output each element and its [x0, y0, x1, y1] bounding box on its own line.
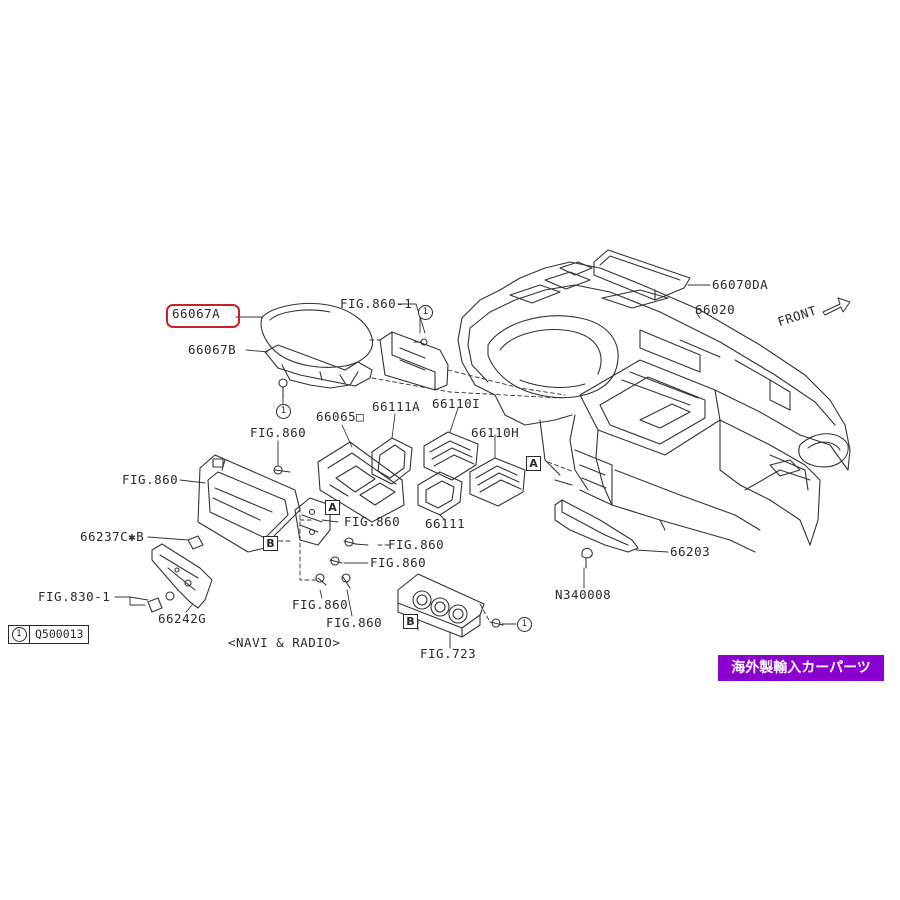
reference-mark-cell: 1 [9, 626, 30, 643]
fig860-1-bracket-drawing [379, 331, 449, 391]
label-fig860-left: FIG.860 [122, 472, 179, 487]
leader-lines [114, 284, 711, 649]
label-66110h: 66110H [471, 425, 520, 440]
marker-a-bracket: A [325, 500, 340, 515]
label-fig860-top: FIG.860 [250, 425, 307, 440]
label-fig830-1: FIG.830-1 [38, 589, 111, 604]
front-arrow [822, 297, 851, 316]
label-fig860-screw4: FIG.860 [326, 615, 383, 630]
label-66020: 66020 [695, 302, 736, 317]
label-66242g: 66242G [158, 611, 207, 626]
part-66065d-drawing [317, 441, 405, 523]
label-66067a: 66067A [172, 306, 221, 321]
marker-b-frame: B [263, 536, 278, 551]
navi-radio-frame-drawing [197, 454, 301, 553]
label-navi-radio: <NAVI & RADIO> [228, 635, 341, 650]
reference-code: Q500013 [35, 627, 84, 641]
label-66110i: 66110I [432, 396, 481, 411]
part-66067b-drawing [264, 344, 373, 399]
highlight-66067a [166, 304, 240, 328]
label-66070da: 66070DA [712, 277, 769, 292]
marker-b-climate: B [403, 614, 418, 629]
marker-1-climate: 1 [517, 617, 532, 632]
label-66111a: 66111A [372, 399, 421, 414]
part-66067a-drawing [260, 302, 374, 368]
dashboard-panel-drawing [457, 261, 851, 553]
label-n340008: N340008 [555, 587, 612, 602]
label-fig860-screw3: FIG.860 [292, 597, 349, 612]
label-fig860-1: FIG.860-1 [340, 296, 413, 311]
part-66203-drawing [554, 499, 639, 569]
part-66111-drawing [417, 471, 463, 516]
part-66070da-drawing [593, 249, 691, 301]
label-fig860-bracket: FIG.860 [344, 514, 401, 529]
part-66242g-drawing [147, 535, 213, 613]
label-66065d: 66065□ [316, 409, 365, 424]
reference-table: 1 Q500013 [8, 625, 90, 644]
label-fig860-screw2: FIG.860 [370, 555, 427, 570]
part-66110i-drawing [423, 431, 479, 481]
marker-1-fig860-1: 1 [418, 305, 433, 320]
label-fig723: FIG.723 [420, 646, 477, 661]
part-66111a-drawing [371, 437, 413, 485]
label-66111: 66111 [425, 516, 466, 531]
marker-a-dash: A [526, 456, 541, 471]
part-66110h-drawing [469, 457, 526, 507]
label-66067b: 66067B [188, 342, 237, 357]
climate-panel-drawing [397, 573, 504, 638]
label-66203: 66203 [670, 544, 711, 559]
label-fig860-screw1: FIG.860 [388, 537, 445, 552]
import-parts-badge: 海外製輸入カーパーツ [718, 655, 884, 681]
marker-1-tray: 1 [276, 404, 291, 419]
reference-mark: 1 [11, 627, 27, 642]
label-66237c: 66237C✱B [80, 529, 145, 544]
